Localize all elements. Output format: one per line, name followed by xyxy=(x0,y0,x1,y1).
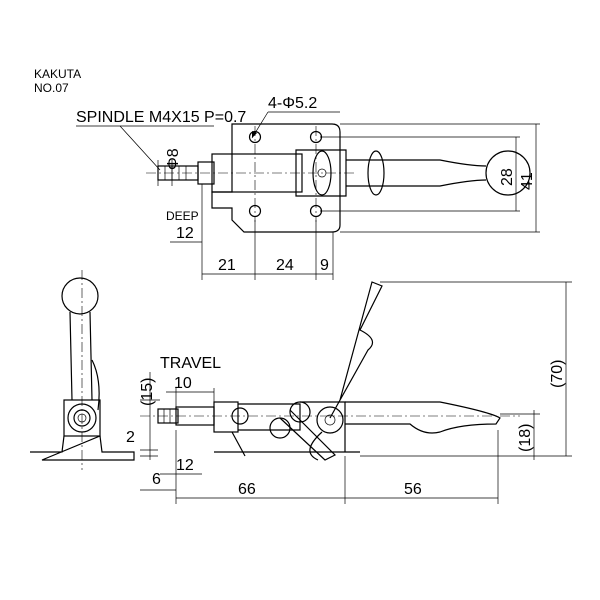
spindle-note: SPINDLE M4X15 P=0.7 xyxy=(76,109,246,126)
maker-label: KAKUTA xyxy=(34,67,81,81)
deep-label: DEEP xyxy=(166,209,199,223)
dim-18: (18) xyxy=(517,424,534,452)
top-view xyxy=(146,123,531,233)
dim-travel-10: 10 xyxy=(174,375,192,392)
dim-6: 6 xyxy=(152,471,161,488)
dim-21: 21 xyxy=(218,257,236,274)
dim-66: 66 xyxy=(238,481,256,498)
dim-28: 28 xyxy=(499,168,516,186)
dim-2: 2 xyxy=(126,429,135,446)
dim-41: 41 xyxy=(519,172,536,190)
hole-note: 4-Φ5.2 xyxy=(268,95,317,112)
dim-24: 24 xyxy=(276,257,294,274)
end-view xyxy=(30,270,135,470)
dim-70: (70) xyxy=(549,360,566,388)
dim-12-top: 12 xyxy=(176,225,194,242)
dim-15: (15) xyxy=(139,378,156,406)
dim-12-side: 12 xyxy=(176,457,194,474)
top-view-dimensions: Φ8 DEEP 12 21 24 9 28 41 xyxy=(157,123,540,280)
travel-label: TRAVEL xyxy=(160,355,221,372)
dim-9: 9 xyxy=(320,257,329,274)
side-view-dimensions: TRAVEL 10 (15) 2 12 6 66 56 (70) (18) xyxy=(126,281,572,504)
model-label: NO.07 xyxy=(34,81,69,95)
dim-56: 56 xyxy=(404,481,422,498)
dim-phi8: Φ8 xyxy=(165,148,182,170)
side-view xyxy=(140,281,520,461)
